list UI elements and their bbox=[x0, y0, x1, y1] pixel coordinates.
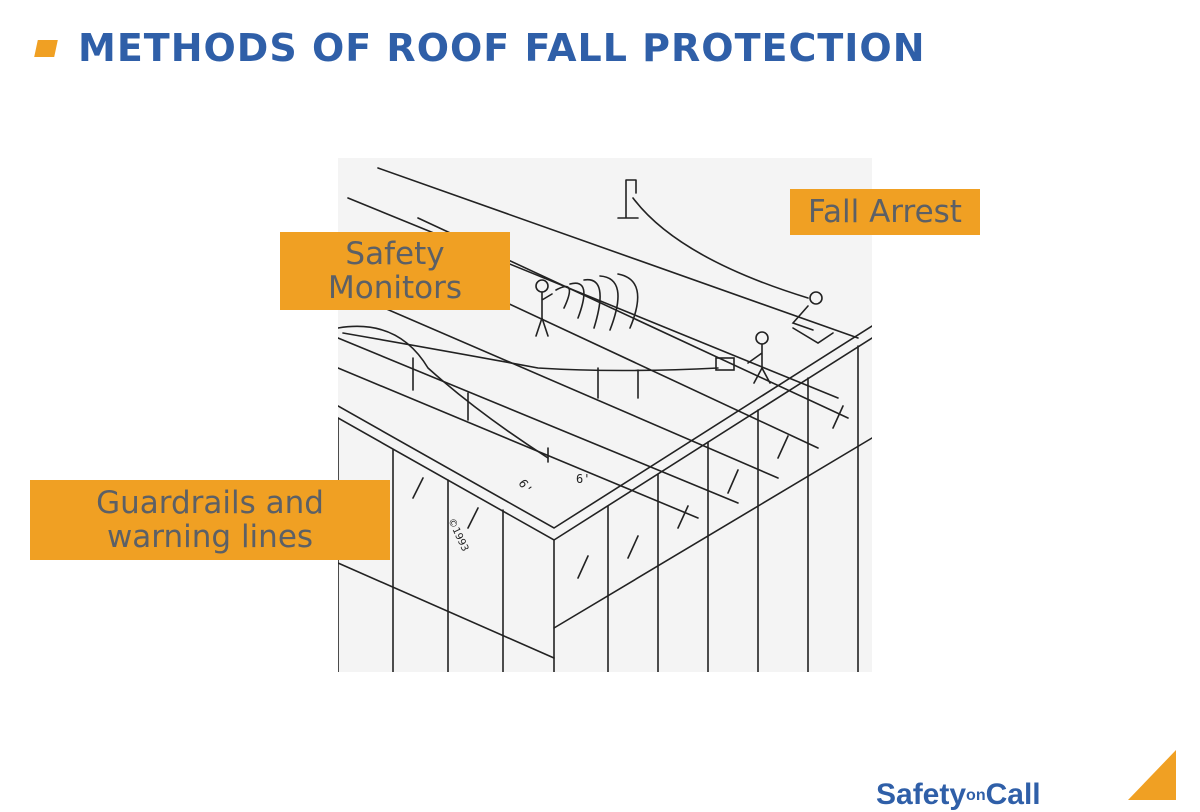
illustration-dimension-right: 6' bbox=[576, 472, 590, 486]
slide-title: METHODS OF ROOF FALL PROTECTION bbox=[78, 26, 926, 70]
safety-on-call-logo: SafetyonCall bbox=[876, 778, 1041, 812]
logo-part2: on bbox=[966, 787, 986, 805]
illustration-copyright: ©1993 bbox=[445, 517, 470, 554]
fall-arrest-text: Fall Arrest bbox=[808, 194, 962, 230]
safety-monitors-line1: Safety bbox=[345, 236, 445, 272]
illustration-dimension-left: 6' bbox=[516, 477, 536, 497]
safety-monitors-label: Safety Monitors bbox=[280, 232, 510, 310]
safety-monitors-line2: Monitors bbox=[328, 270, 462, 306]
fall-arrest-label: Fall Arrest bbox=[790, 189, 980, 235]
title-bullet-icon bbox=[34, 40, 58, 57]
logo-part3: Call bbox=[985, 778, 1041, 811]
logo-part1: Safety bbox=[876, 778, 967, 811]
corner-accent-icon bbox=[1128, 750, 1176, 800]
guardrails-line1: Guardrails and bbox=[96, 485, 324, 521]
guardrails-line2: warning lines bbox=[106, 519, 314, 555]
guardrails-label: Guardrails and warning lines bbox=[30, 480, 390, 560]
